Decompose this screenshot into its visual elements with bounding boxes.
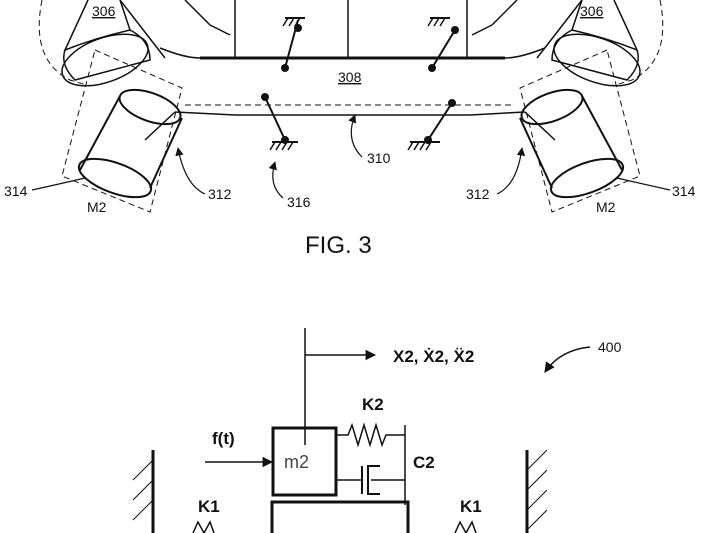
label-306-left: 306 [92, 3, 116, 19]
spring-k1-left-label: K1 [198, 497, 220, 516]
ref-400: 400 [598, 339, 622, 355]
label-316: 316 [287, 194, 311, 210]
label-308: 308 [338, 69, 362, 85]
mass-label-right: M2 [596, 199, 616, 215]
fig3-leaders [31, 114, 671, 199]
damper-c2-label: C2 [413, 453, 435, 472]
label-312-left: 312 [208, 186, 232, 202]
label-306-right: 306 [580, 3, 604, 19]
fig3-pivot-dots [261, 24, 459, 144]
mass-label-left: M2 [87, 199, 107, 215]
mass-label: m2 [284, 452, 309, 472]
fig4-drawing [132, 328, 591, 533]
spring-k1-right-label: K1 [460, 497, 482, 516]
force-label: f(t) [212, 429, 235, 448]
motion-label: X2, Ẋ2, Ẍ2 [393, 347, 474, 366]
fig3-drawing [38, 0, 664, 213]
spring-k2-label: K2 [362, 395, 384, 414]
label-314-right: 314 [672, 183, 696, 199]
label-312-right: 312 [466, 186, 490, 202]
fig3-labels: 306 306 308 310 312 312 314 314 316 M2 M… [4, 3, 696, 259]
fig4-labels: 400 X2, Ẋ2, Ẍ2 f(t) m2 K2 C2 K1 K1 [198, 339, 622, 516]
label-314-left: 314 [4, 183, 28, 199]
figure-caption: FIG. 3 [305, 232, 372, 259]
label-310: 310 [367, 150, 391, 166]
